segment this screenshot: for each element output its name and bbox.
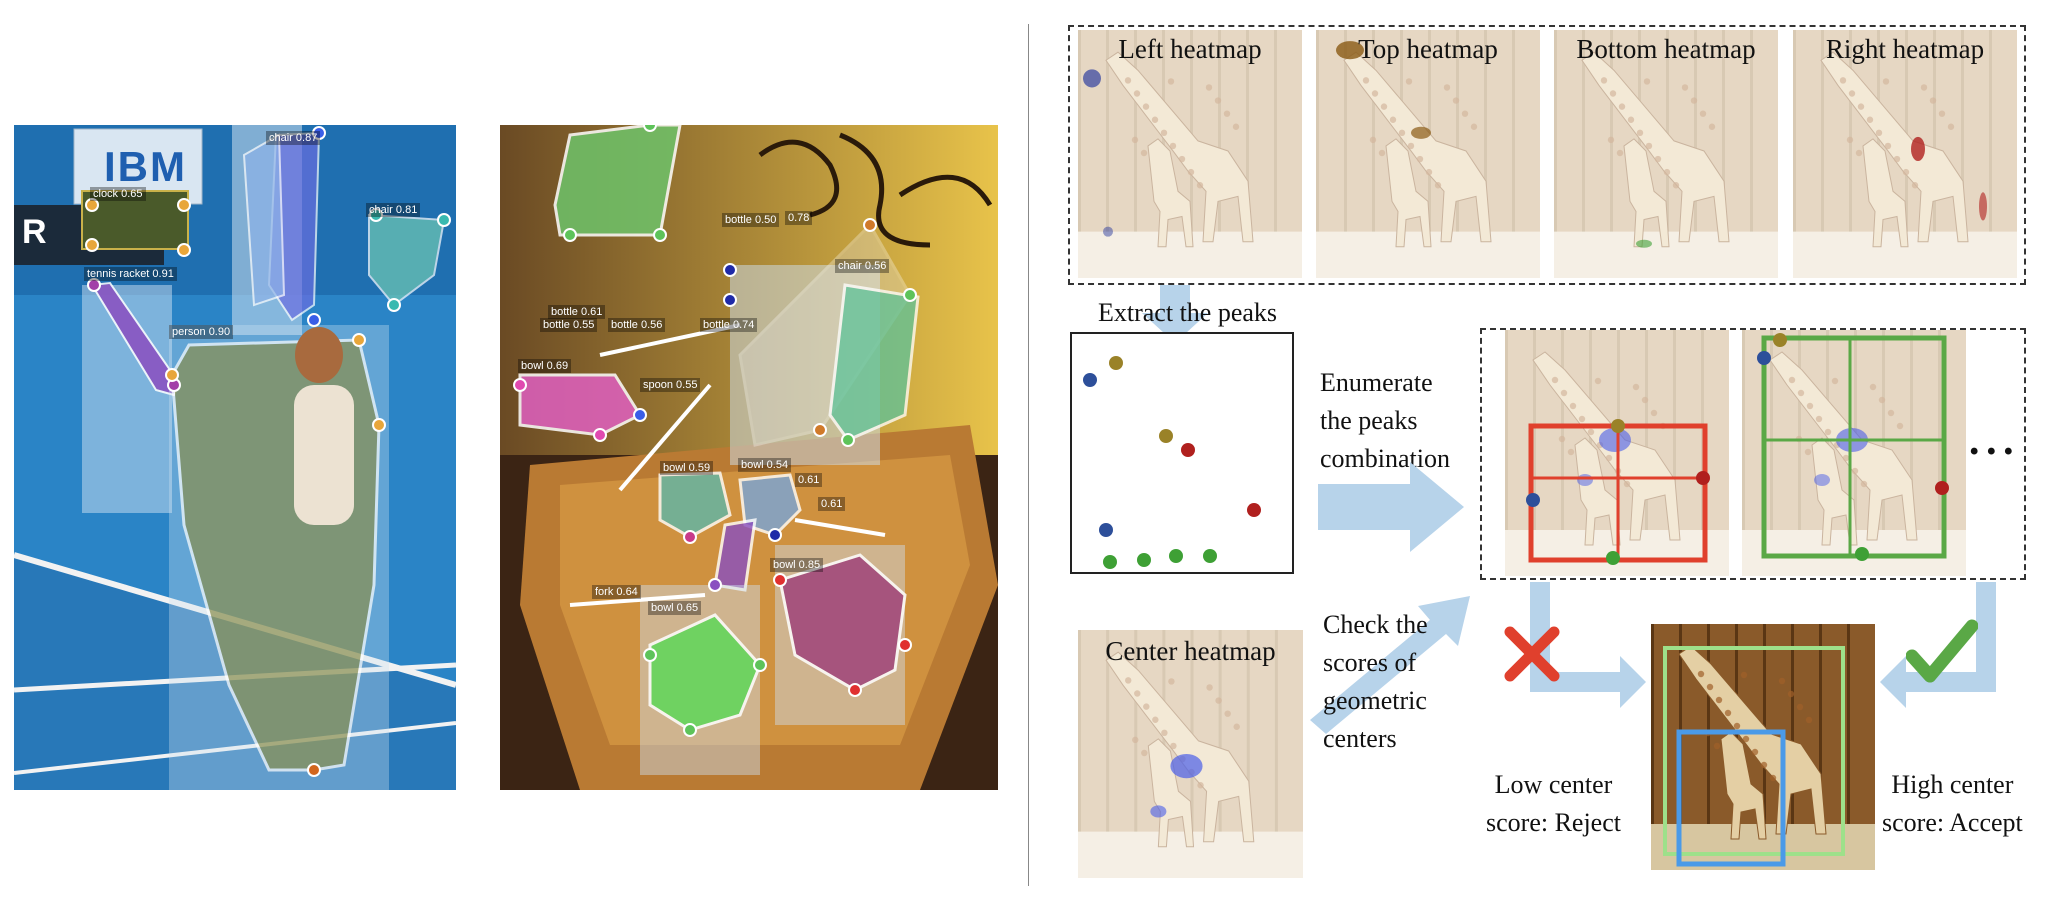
check-arrow	[1310, 596, 1470, 734]
heatmaps-group	[1068, 25, 2026, 285]
det-label-t13: bowl 0.85	[770, 558, 824, 572]
heatmap-title-3: Bottom heatmap	[1576, 34, 1756, 64]
accept-check-icon	[1906, 619, 1978, 683]
det-label-t3: bottle 0.61	[548, 305, 606, 319]
heatmap-title-4: Right heatmap	[1825, 34, 1985, 64]
enumerate-line-3: combination	[1320, 444, 1450, 473]
check-line-2: scores of	[1323, 648, 1417, 677]
det-label-t11: 0.61	[795, 473, 823, 487]
heatmap-title-2: Top heatmap	[1358, 34, 1498, 64]
tennis-scene	[14, 125, 456, 790]
high-score-line-2: score: Accept	[1882, 808, 2023, 837]
scoreboard-text: R	[22, 213, 47, 251]
heatmap-3: Bottom heatmap	[1554, 30, 1778, 278]
low-score-line-1: Low center	[1494, 770, 1613, 799]
heatmap-title-1: Left heatmap	[1118, 34, 1262, 64]
det-label-t1: 0.78	[785, 211, 813, 225]
det-label-t10: bowl 0.54	[738, 458, 792, 472]
reject-x-icon	[1504, 626, 1560, 682]
high-score-label: High center score: Accept	[1882, 766, 2023, 842]
enumerate-label: Enumerate the peaks combination	[1320, 364, 1450, 478]
heatmap-1: Left heatmap	[1078, 30, 1302, 278]
combination-green	[1742, 330, 1966, 576]
center-heatmap	[1078, 630, 1303, 878]
table-keypoints	[513, 125, 917, 737]
keypoints	[85, 126, 451, 777]
combinations-group	[1480, 328, 2026, 580]
check-line-1: Check the	[1323, 610, 1428, 639]
det-label-t0: bottle 0.50	[722, 213, 780, 227]
tennis-photo: IBM R clock 0.65 tennis racket 0.91 pers…	[14, 125, 456, 790]
det-label-person: person 0.90	[169, 325, 234, 339]
low-score-line-2: score: Reject	[1486, 808, 1621, 837]
det-label-t6: bottle 0.74	[700, 318, 758, 332]
enumerate-line-1: Enumerate	[1320, 368, 1433, 397]
det-label-t12: 0.61	[818, 497, 846, 511]
low-score-label: Low center score: Reject	[1486, 766, 1621, 842]
det-label-t14: fork 0.64	[592, 585, 641, 599]
det-label-t2: chair 0.56	[835, 259, 890, 273]
table-photo: bottle 0.50 0.78 chair 0.56 bottle 0.61 …	[500, 125, 998, 790]
det-label-chair-1: chair 0.87	[266, 131, 321, 145]
det-label-t9: bowl 0.59	[660, 461, 714, 475]
down-arrow-extract	[1142, 285, 1208, 343]
ibm-sign-text: IBM	[104, 143, 187, 190]
enumerate-arrow	[1318, 462, 1464, 552]
det-label-t4: bottle 0.55	[540, 318, 598, 332]
det-label-t7: bowl 0.69	[518, 359, 572, 373]
det-label-tennis-racket: tennis racket 0.91	[84, 267, 177, 281]
vertical-divider	[1028, 24, 1029, 886]
peaks-dots	[1083, 356, 1261, 569]
check-line-4: centers	[1323, 724, 1397, 753]
enumerate-line-2: the peaks	[1320, 406, 1418, 435]
det-label-t5: bottle 0.56	[608, 318, 666, 332]
heatmap-4: Right heatmap	[1793, 30, 2017, 278]
combination-red	[1505, 330, 1729, 576]
final-result-image	[1651, 624, 1875, 870]
high-score-line-1: High center	[1891, 770, 2014, 799]
det-label-clock: clock 0.65	[90, 187, 146, 201]
check-line-3: geometric	[1323, 686, 1427, 715]
table-scene	[500, 125, 998, 790]
heatmap-2: Top heatmap	[1316, 30, 1540, 278]
check-label: Check the scores of geometric centers	[1323, 606, 1428, 758]
det-label-chair-2: chair 0.81	[366, 203, 421, 217]
accept-arrow	[1880, 582, 1996, 708]
det-label-t8: spoon 0.55	[640, 378, 701, 392]
extract-label: Extract the peaks	[1098, 298, 1278, 327]
det-label-t15: bowl 0.65	[648, 601, 702, 615]
peaks-box	[1070, 332, 1294, 574]
ellipsis: • • •	[1970, 438, 2014, 465]
center-heatmap-title: Center heatmap	[1105, 636, 1276, 666]
